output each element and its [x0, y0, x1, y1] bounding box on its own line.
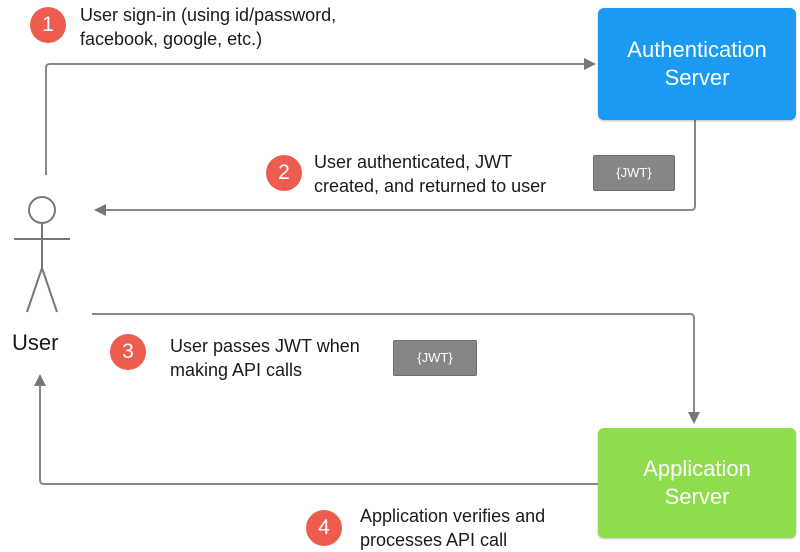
step-1-badge: 1 — [30, 7, 66, 43]
authentication-server: Authentication Server — [598, 8, 796, 120]
auth-server-line-2: Server — [664, 65, 730, 90]
arrow-app-to-user — [34, 374, 598, 485]
user-figure-icon — [14, 196, 70, 313]
step-3-badge: 3 — [110, 334, 146, 370]
app-server-line-2: Server — [664, 484, 730, 509]
arrow-auth-to-user — [94, 120, 696, 216]
step-4-line-1: Application verifies and — [360, 506, 546, 526]
step-2-line-2: created, and returned to user — [314, 176, 547, 196]
step-2-line-1: User authenticated, JWT — [314, 152, 513, 172]
step-4-line-2: processes API call — [360, 530, 508, 550]
step-2-badge: 2 — [266, 155, 302, 191]
app-server-line-1: Application — [643, 456, 751, 481]
step-3-text: User passes JWT when making API calls — [170, 334, 360, 382]
step-1-line-2: facebook, google, etc.) — [80, 29, 263, 49]
auth-server-line-1: Authentication — [627, 37, 767, 62]
jwt-token-passed: {JWT} — [393, 340, 477, 376]
step-3-line-2: making API calls — [170, 360, 303, 380]
step-1-text: User sign-in (using id/password, faceboo… — [80, 3, 336, 51]
application-server: Application Server — [598, 428, 796, 538]
arrow-user-to-auth — [45, 58, 596, 175]
arrow-user-to-app — [92, 313, 700, 424]
step-4-badge: 4 — [306, 510, 342, 546]
step-4-text: Application verifies and processes API c… — [360, 504, 545, 552]
step-2-text: User authenticated, JWT created, and ret… — [314, 150, 546, 198]
step-1-line-1: User sign-in (using id/password, — [80, 5, 337, 25]
step-3-line-1: User passes JWT when — [170, 336, 360, 356]
user-label: User — [12, 330, 59, 355]
jwt-token-returned: {JWT} — [593, 155, 675, 191]
